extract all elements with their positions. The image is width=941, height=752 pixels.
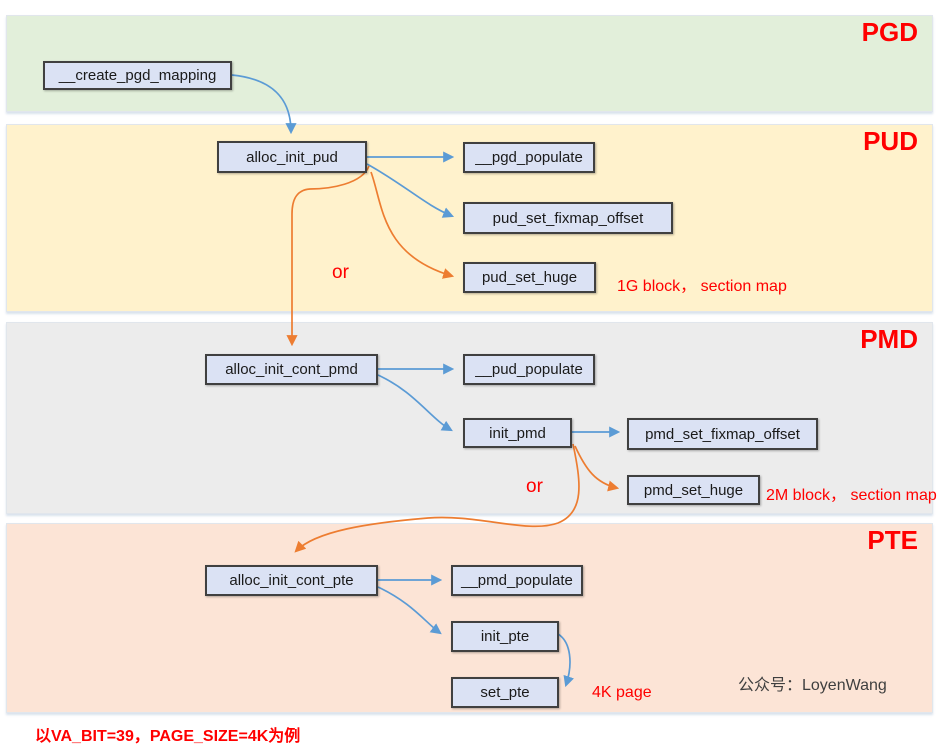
node-alloc-init-pud: alloc_init_pud xyxy=(217,141,367,173)
or-label-pud: or xyxy=(332,262,349,283)
node-pgd-populate: __pgd_populate xyxy=(463,142,595,173)
watermark-text: 公众号：LoyenWang xyxy=(738,677,887,694)
node-set-pte: set_pte xyxy=(451,677,559,708)
band-label-pgd: PGD xyxy=(861,17,918,47)
note-1g-block: 1G block， section map xyxy=(617,278,787,295)
or-label-pmd: or xyxy=(526,476,543,497)
node-init-pmd: init_pmd xyxy=(463,418,572,448)
node-pmd-set-huge: pmd_set_huge xyxy=(627,475,760,505)
note-4k-page: 4K page xyxy=(592,684,652,701)
node-pud-set-fixmap-offset: pud_set_fixmap_offset xyxy=(463,202,673,234)
band-label-pte: PTE xyxy=(867,525,918,555)
node-alloc-init-cont-pte: alloc_init_cont_pte xyxy=(205,565,378,596)
node-pud-populate: __pud_populate xyxy=(463,354,595,385)
node-init-pte: init_pte xyxy=(451,621,559,652)
note-2m-block: 2M block， section map xyxy=(766,487,937,504)
band-label-pmd: PMD xyxy=(860,324,918,354)
node-pmd-set-fixmap-offset: pmd_set_fixmap_offset xyxy=(627,418,818,450)
node-alloc-init-cont-pmd: alloc_init_cont_pmd xyxy=(205,354,378,385)
footer-example-note: 以VA_BIT=39，PAGE_SIZE=4K为例 xyxy=(35,728,301,745)
node-pmd-populate: __pmd_populate xyxy=(451,565,583,596)
band-label-pud: PUD xyxy=(863,126,918,156)
node-create-pgd-mapping: __create_pgd_mapping xyxy=(43,61,232,90)
node-pud-set-huge: pud_set_huge xyxy=(463,262,596,293)
